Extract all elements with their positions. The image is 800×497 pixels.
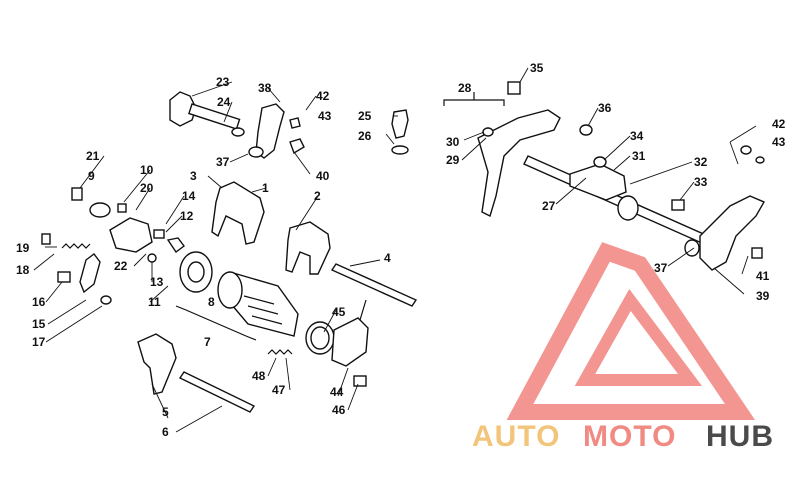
callout-42-left: 42: [316, 89, 330, 103]
callout-37-left: 37: [216, 155, 230, 169]
bracket-7: [175, 305, 257, 341]
shift-drum-part: [179, 251, 299, 337]
callout-14: 14: [182, 189, 196, 203]
callout-39: 39: [756, 289, 770, 303]
callout-24: 24: [217, 95, 231, 109]
callout-16: 16: [32, 295, 46, 309]
callout-47: 47: [272, 383, 286, 397]
callout-18: 18: [16, 263, 30, 277]
callout-7: 7: [204, 335, 211, 349]
detent-spring-part: [267, 349, 293, 355]
callout-28: 28: [458, 81, 472, 95]
callout-35: 35: [530, 61, 544, 75]
callout-12: 12: [180, 209, 194, 223]
callout-48: 48: [252, 369, 266, 383]
callout-19: 19: [16, 241, 30, 255]
callout-10: 10: [140, 163, 154, 177]
callout-27: 27: [542, 199, 556, 213]
callout-17: 17: [32, 335, 46, 349]
lower-fork-part: [137, 333, 256, 413]
callout-32: 32: [694, 155, 708, 169]
stopper-cluster-part: [71, 187, 185, 263]
callout-22: 22: [114, 259, 128, 273]
callout-43-right: 43: [772, 135, 786, 149]
callout-40: 40: [316, 169, 330, 183]
callout-45: 45: [332, 305, 346, 319]
spring-cluster-part: [41, 233, 112, 305]
leader-bracket-42: [729, 125, 757, 165]
callout-26: 26: [358, 129, 372, 143]
callout-11: 11: [148, 295, 161, 309]
callout-4: 4: [384, 251, 391, 265]
callout-20: 20: [140, 181, 154, 195]
callout-41: 41: [756, 269, 770, 283]
right-shift-arm-part: [477, 81, 593, 217]
callout-31: 31: [632, 149, 646, 163]
callout-34: 34: [630, 129, 644, 143]
callout-6: 6: [162, 425, 169, 439]
cover-part: [305, 299, 369, 387]
callout-30: 30: [446, 135, 460, 149]
callout-38: 38: [258, 81, 272, 95]
bracket-28: [443, 92, 505, 106]
watermark-auto: AUTO: [472, 420, 560, 453]
callout-42-right: 42: [772, 117, 786, 131]
callout-29: 29: [446, 153, 460, 167]
shift-shaft-part: [169, 91, 305, 159]
plug-part: [391, 109, 409, 155]
callout-13: 13: [150, 275, 164, 289]
callout-33: 33: [694, 175, 708, 189]
callout-23: 23: [216, 75, 230, 89]
callout-8: 8: [208, 295, 215, 309]
right-lever-part: [699, 145, 765, 271]
callout-1: 1: [262, 181, 269, 195]
callout-44: 44: [330, 385, 344, 399]
watermark-moto: MOTO: [583, 420, 676, 453]
callout-21: 21: [86, 149, 100, 163]
callout-2: 2: [314, 189, 321, 203]
callout-3: 3: [190, 169, 197, 183]
callout-15: 15: [32, 317, 46, 331]
callout-25: 25: [358, 109, 372, 123]
callout-5: 5: [162, 405, 169, 419]
callout-43-left: 43: [318, 109, 332, 123]
fork-shaft-long-part: [330, 263, 418, 307]
callout-37-right: 37: [654, 261, 668, 275]
callout-36: 36: [598, 101, 612, 115]
callout-9: 9: [88, 169, 95, 183]
leader-lines: [33, 67, 749, 433]
watermark-logo: [506, 242, 756, 420]
watermark-hub: HUB: [706, 420, 774, 453]
callout-46: 46: [332, 403, 346, 417]
shift-forks-part: [211, 181, 331, 275]
